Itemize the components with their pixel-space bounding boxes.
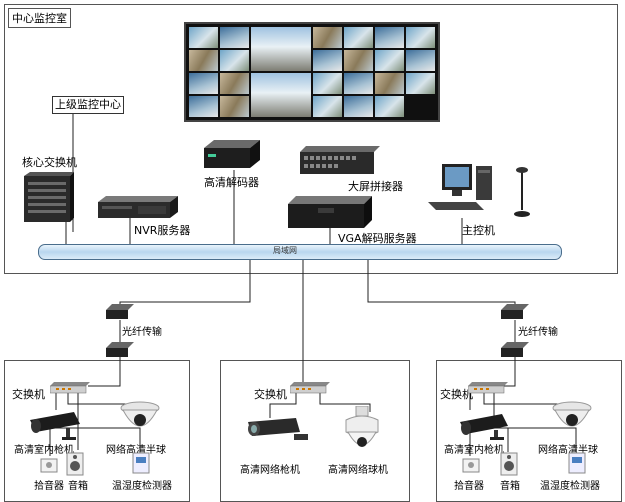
fiber-converter-right-bottom-icon (501, 342, 529, 357)
hd-decoder-icon (204, 140, 260, 168)
site-left-gun-camera-label: 高清室内枪机 (14, 445, 74, 456)
site-right-pickup-label: 拾音器 (454, 481, 484, 492)
site-left-switch-icon (50, 382, 90, 394)
nvr-server-icon (98, 196, 178, 218)
site-right-sensor-label: 温湿度检测器 (540, 481, 600, 492)
vga-server-label: VGA解码服务器 (338, 232, 417, 245)
site-left-speaker-icon (66, 452, 84, 476)
screen-splicer-icon (300, 146, 380, 174)
site-middle-switch-label: 交换机 (254, 388, 287, 401)
site-right-dome-camera-icon (552, 401, 592, 427)
site-right-pickup-icon (462, 458, 480, 473)
site-left-dome-camera-icon (120, 401, 160, 427)
site-right-speaker-label: 音箱 (500, 481, 520, 492)
central-room-title: 中心监控室 (8, 8, 71, 28)
core-switch-icon (24, 172, 74, 222)
site-right-dome-camera-label: 网络高清半球 (538, 445, 598, 456)
site-left-pickup-label: 拾音器 (34, 481, 64, 492)
fiber-link-left-label: 光纤传输 (122, 327, 162, 338)
hd-decoder-label: 高清解码器 (204, 176, 259, 189)
site-left-dome-camera-label: 网络高清半球 (106, 445, 166, 456)
lan-bus-label: 局域网 (273, 246, 297, 255)
site-middle-dome-camera-icon (345, 406, 379, 447)
core-switch-label: 核心交换机 (22, 156, 77, 169)
fiber-converter-left-bottom-icon (106, 342, 134, 357)
site-right-speaker-icon (500, 452, 518, 476)
vga-server-icon (288, 196, 372, 228)
main-console-icon (428, 164, 530, 217)
fiber-link-right-label: 光纤传输 (518, 327, 558, 338)
site-right-gun-camera-label: 高清室内枪机 (444, 445, 504, 456)
site-left-speaker-label: 音箱 (68, 481, 88, 492)
upper-monitoring-center: 上级监控中心 (52, 96, 124, 114)
video-wall (184, 22, 440, 122)
fiber-converter-left-top-icon (106, 304, 134, 319)
nvr-server-label: NVR服务器 (134, 224, 191, 237)
screen-splicer-label: 大屏拼接器 (348, 180, 403, 193)
site-middle-gun-camera-icon (248, 418, 308, 440)
site-right-gun-camera-icon (460, 414, 508, 440)
site-left-sensor-icon (132, 452, 150, 474)
fiber-converter-right-top-icon (501, 304, 529, 319)
site-right-sensor-icon (568, 452, 586, 474)
site-middle-dome-camera-label: 高清网络球机 (328, 465, 388, 476)
site-right-switch-icon (468, 382, 508, 394)
site-middle-gun-camera-label: 高清网络枪机 (240, 465, 300, 476)
site-left-sensor-label: 温湿度检测器 (112, 481, 172, 492)
site-middle-switch-icon (290, 382, 330, 394)
site-left-gun-camera-icon (30, 412, 80, 440)
site-left-pickup-icon (40, 458, 58, 473)
site-left-switch-label: 交换机 (12, 388, 45, 401)
lan-bus (38, 244, 562, 260)
main-console-label: 主控机 (462, 224, 495, 237)
site-right-switch-label: 交换机 (440, 388, 473, 401)
